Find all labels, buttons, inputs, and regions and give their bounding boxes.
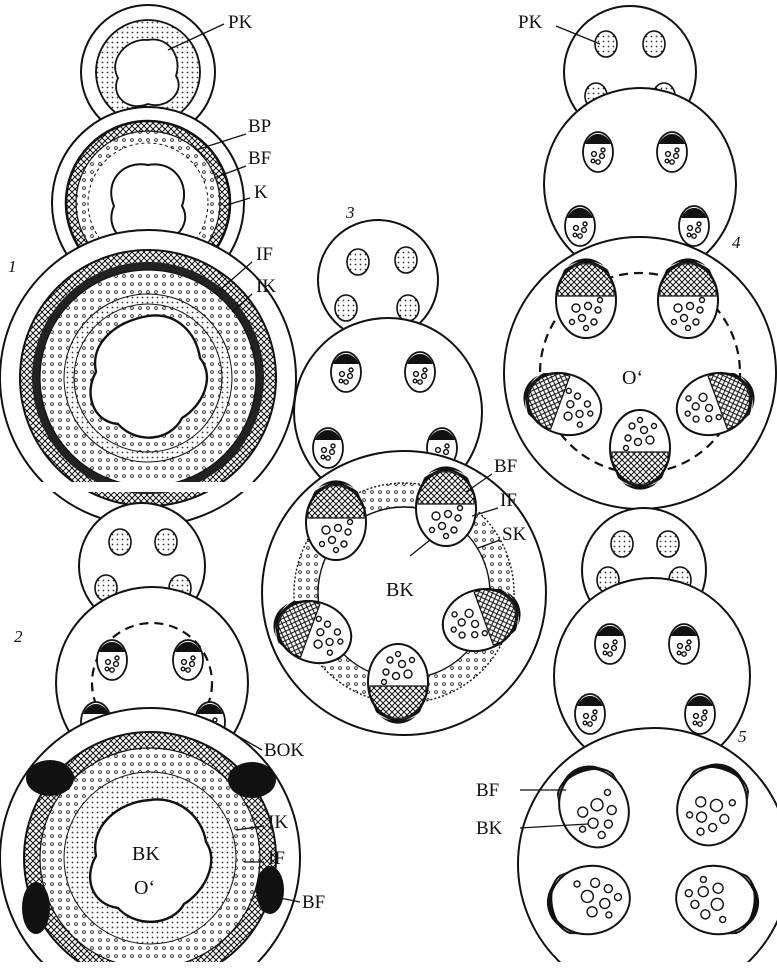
- p2-label-o: O‘: [134, 877, 155, 899]
- p4-label-pk: PK: [518, 12, 543, 33]
- panel-4-number: 4: [732, 233, 741, 252]
- p1-label-k: K: [254, 182, 268, 203]
- p1-label-pk: PK: [228, 12, 253, 33]
- panel-3-number: 3: [345, 203, 355, 222]
- p2-label-ik: IK: [268, 812, 288, 833]
- panel-1-number: 1: [8, 257, 17, 276]
- panel-4: 4 PK O‘: [504, 6, 776, 509]
- p2-label-bok: BOK: [264, 740, 304, 761]
- panel-3: 3 BF IF SK BK: [262, 203, 546, 735]
- p2-label-if: IF: [268, 848, 285, 869]
- p1-label-bf: BF: [248, 148, 271, 169]
- p5-label-bk: BK: [476, 818, 503, 839]
- panel-2-number: 2: [14, 627, 23, 646]
- p3-label-sk: SK: [502, 524, 527, 545]
- p1-label-bp: BP: [248, 116, 271, 137]
- p3-label-bf: BF: [494, 456, 517, 477]
- p2-label-bf: BF: [302, 892, 325, 913]
- p5-label-bf: BF: [476, 780, 499, 801]
- panel-1: 1 PK BP BF K IF IK: [0, 5, 300, 526]
- p3-label-bk: BK: [386, 579, 414, 601]
- p4-label-o: O‘: [622, 367, 643, 389]
- p1-label-ik: IK: [256, 276, 276, 297]
- p5-segment-bottom: [518, 728, 777, 970]
- panel-5-number: 5: [738, 727, 747, 746]
- p2-label-bk: BK: [132, 843, 160, 865]
- p1-label-if: IF: [256, 244, 273, 265]
- p3-label-if: IF: [500, 490, 517, 511]
